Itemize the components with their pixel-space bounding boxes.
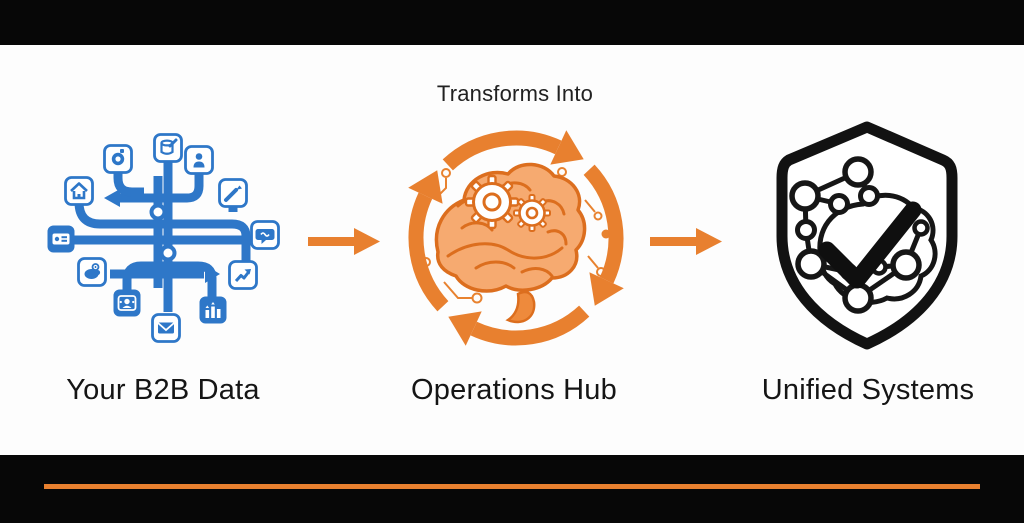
circuit-traces [421,167,611,304]
orange-accent-line [44,484,980,489]
pipe-arrow-right-icon [205,265,220,283]
bar-chart-icon [199,296,227,324]
pipe-junction-node [149,203,167,221]
bottom-black-bar [0,455,1024,523]
mail-icon [151,313,181,343]
operations-hub-label: Operations Hub [411,374,617,406]
pipe-junction-node [159,244,177,262]
video-conference-icon [113,289,141,317]
pen-icon [218,178,248,208]
top-black-bar [0,0,1024,45]
growth-chart-icon [228,260,258,290]
brain-stem [505,290,536,324]
pipe-arrow-left-icon [104,189,120,207]
b2b-data-tangle-illustration [47,133,280,343]
b2b-data-label: Your B2B Data [66,374,260,406]
checkmark-icon [818,201,922,289]
unified-systems-shield-illustration [776,121,958,350]
cycle-arrowheads [408,130,624,346]
piggy-bank-icon [77,257,107,287]
chat-bubble-icon [250,220,280,250]
arrow-data-to-hub-icon [308,228,380,255]
transforms-into-label: Transforms Into [436,81,594,106]
unified-systems-label: Unified Systems [761,374,975,406]
arrow-hub-to-systems-icon [650,228,722,255]
data-pipes [68,154,270,312]
database-edit-icon [153,133,183,163]
home-icon [64,176,94,206]
loyalty-card-icon [47,225,75,253]
operations-hub-illustration [408,130,624,346]
cycle-arcs [408,130,624,346]
contact-icon [184,145,214,175]
gear-large-icon [464,174,520,230]
stopwatch-icon [103,144,133,174]
gear-small-icon [513,194,551,232]
